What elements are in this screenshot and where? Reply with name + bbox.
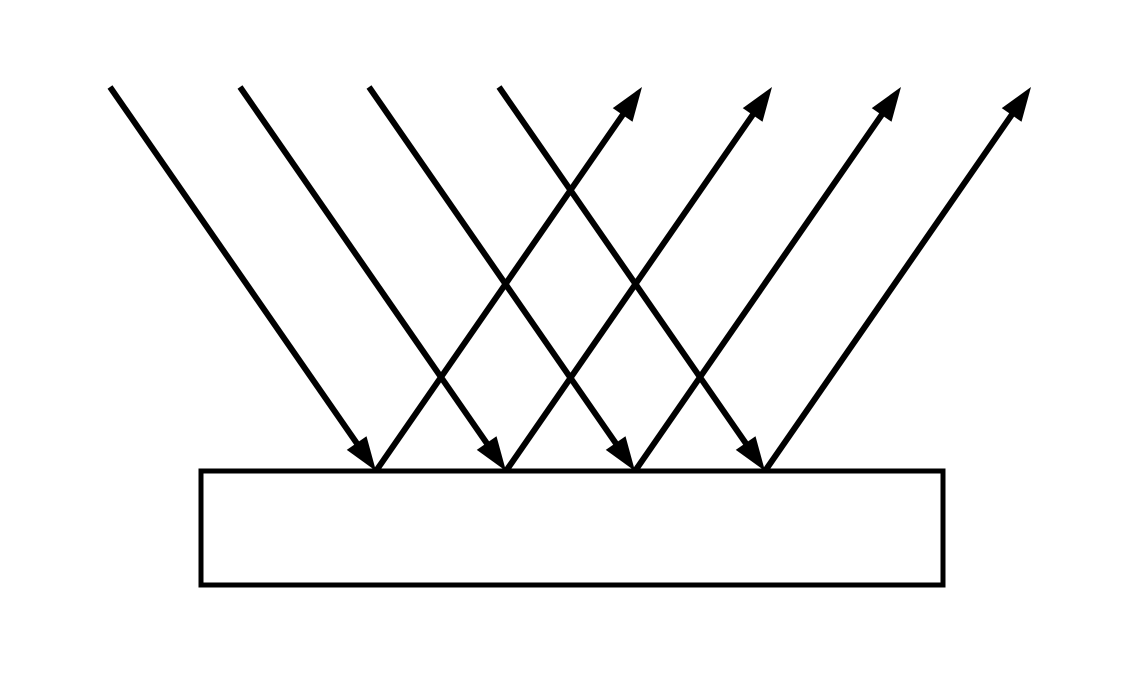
incident-ray-3-arrowhead: [605, 436, 635, 471]
reflected-ray-4-shaft: [762, 109, 1017, 473]
reflected-ray-2-arrowhead: [742, 87, 772, 122]
reflected-ray-3-shaft: [632, 109, 887, 473]
reflected-ray-3: [632, 87, 901, 473]
reflected-ray-1-shaft: [373, 109, 628, 473]
incident-ray-3-shaft: [366, 85, 621, 449]
reflecting-surface: [198, 468, 946, 588]
incident-ray-4-shaft: [496, 85, 751, 449]
incident-ray-1-shaft: [107, 85, 362, 449]
reflected-ray-4-arrowhead: [1001, 87, 1031, 122]
light-rays: [107, 85, 1031, 473]
incident-ray-4: [496, 85, 765, 471]
reflected-ray-2: [503, 87, 772, 473]
incident-ray-4-arrowhead: [735, 436, 765, 471]
incident-ray-3: [366, 85, 635, 471]
reflected-ray-2-shaft: [503, 109, 758, 473]
reflected-ray-1: [373, 87, 642, 473]
reflected-ray-1-arrowhead: [612, 87, 642, 122]
incident-ray-2-arrowhead: [476, 436, 506, 471]
incident-ray-1-arrowhead: [346, 436, 376, 471]
reflected-ray-4: [762, 87, 1031, 473]
incident-ray-1: [107, 85, 376, 471]
incident-ray-2-shaft: [237, 85, 492, 449]
reflected-ray-3-arrowhead: [871, 87, 901, 122]
incident-ray-2: [237, 85, 506, 471]
